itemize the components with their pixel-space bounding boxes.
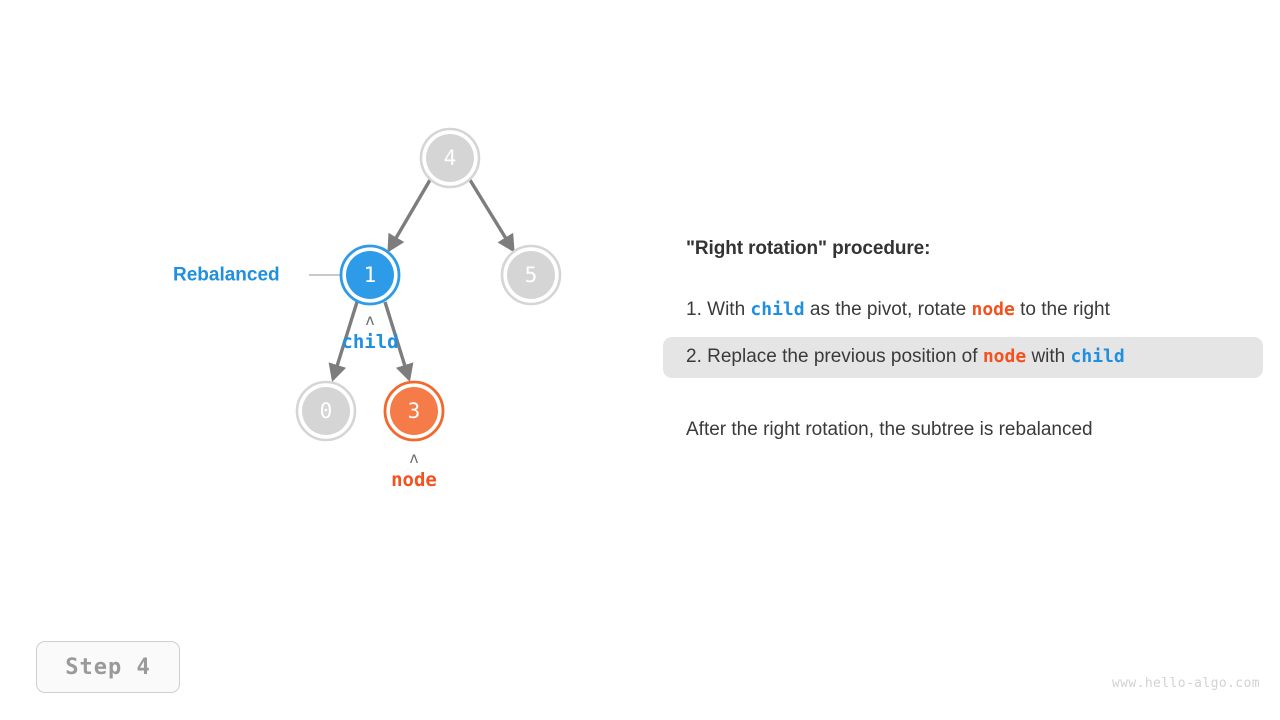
inline-code-child: child	[750, 299, 805, 320]
inline-code-node: node	[982, 345, 1027, 367]
procedure-step-list: 1. With child as the pivot, rotate node …	[663, 290, 1263, 379]
node-value-label: 5	[525, 263, 538, 287]
watermark: www.hello-algo.com	[1111, 676, 1260, 691]
step-text-plain: as the pivot, rotate	[804, 299, 972, 320]
tree-node-1[interactable]: 1	[339, 244, 401, 306]
node-outer-ring	[419, 127, 481, 189]
node-core	[302, 387, 350, 435]
step-number: 2.	[686, 345, 702, 367]
node-outer-ring	[339, 244, 401, 306]
procedure-step-2: 2. Replace the previous position of node…	[663, 336, 1263, 379]
tree-node-0[interactable]: 0	[295, 380, 357, 442]
node-core	[426, 134, 474, 182]
procedure-step-1: 1. With child as the pivot, rotate node …	[663, 290, 1263, 332]
panel-heading: "Right rotation" procedure:	[686, 238, 931, 259]
step-text-plain: with	[1026, 345, 1071, 367]
node-outer-ring	[383, 380, 445, 442]
inline-code-node: node	[971, 299, 1015, 320]
node-annotation-label: node	[391, 469, 437, 491]
node-outer-ring	[500, 244, 562, 306]
tree-node-3[interactable]: 3	[383, 380, 445, 442]
tree-edges	[328, 179, 515, 382]
edge-4-to-5	[468, 179, 515, 253]
inline-code-child: child	[1070, 345, 1125, 367]
step-badge: Step 4	[36, 641, 180, 693]
tree-node-4[interactable]: 4	[419, 127, 481, 189]
tree-node-5[interactable]: 5	[500, 244, 562, 306]
node-value-label: 0	[320, 399, 333, 423]
edge-1-to-0	[328, 301, 359, 382]
node-annotation: ʌ node	[391, 449, 437, 491]
step-text-plain: Replace the previous position of	[707, 345, 983, 367]
node-caret-icon: ʌ	[409, 449, 418, 467]
node-value-label: 3	[408, 399, 421, 423]
child-annotation-label: child	[341, 331, 398, 353]
binary-tree-diagram: 4 1 5 0 3 Rebalanced ʌ	[173, 127, 562, 491]
rebalanced-label: Rebalanced	[173, 265, 280, 286]
node-value-label: 4	[444, 146, 457, 170]
edge-4-to-1	[387, 179, 432, 253]
node-value-label: 1	[364, 263, 377, 287]
child-caret-icon: ʌ	[365, 311, 374, 329]
step-text-plain: With	[707, 299, 751, 320]
step-number: 1.	[686, 299, 702, 320]
node-core	[390, 387, 438, 435]
panel-footer-text: After the right rotation, the subtree is…	[686, 419, 1093, 441]
node-outer-ring	[295, 380, 357, 442]
step-text-plain: to the right	[1014, 299, 1110, 320]
node-core	[346, 251, 394, 299]
child-annotation: ʌ child	[341, 311, 398, 353]
node-core	[507, 251, 555, 299]
edge-1-to-3	[383, 301, 414, 382]
procedure-panel: "Right rotation" procedure: 1. With chil…	[663, 238, 1263, 441]
